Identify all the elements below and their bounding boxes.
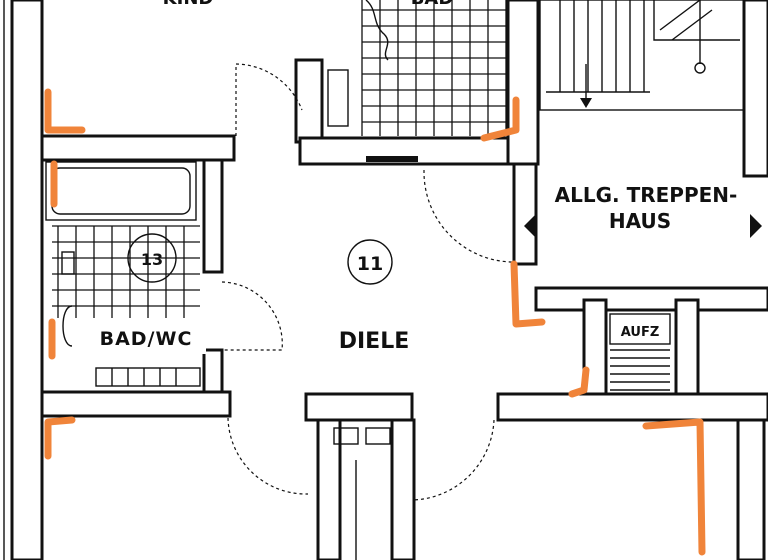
room-label-stairwell-line1: ALLG. TREPPEN-	[555, 183, 738, 207]
bath-sink	[61, 251, 75, 275]
bath-right-wall-upper	[202, 158, 224, 274]
stair-railing	[659, 0, 713, 41]
wall-bath-lower	[40, 390, 232, 418]
top-bath-curtain	[365, 0, 389, 61]
stairs-frame	[539, 0, 745, 111]
wall-kind-bath	[40, 134, 236, 162]
room-label-kind: KIND	[163, 0, 214, 9]
door-swing-lower-right	[411, 419, 495, 501]
radiator	[95, 367, 201, 387]
door-swing-kind	[235, 63, 303, 136]
marker-lower-left-corner	[44, 416, 76, 460]
corner-markers	[44, 88, 706, 556]
closet-box-right	[365, 427, 391, 445]
bathtub	[45, 161, 197, 221]
stair-bottom-wall	[534, 286, 768, 312]
radiator-cells	[111, 368, 177, 386]
top-bath: BAD	[327, 0, 507, 162]
lower-right-vertical-wall	[736, 418, 766, 560]
hall-stair-wall	[512, 162, 538, 266]
closet-box-left	[333, 427, 359, 445]
closet-top-wall	[304, 392, 414, 422]
toilet	[62, 305, 73, 347]
room-number-circle-bath	[127, 233, 177, 283]
left-exterior-wall	[10, 0, 44, 560]
top-bath-right-wall	[506, 0, 540, 166]
bath-right-wall-lower	[202, 348, 224, 394]
hall: 11 DIELE	[339, 239, 410, 354]
window-sill	[366, 156, 418, 162]
top-bath-tiles	[361, 0, 507, 136]
arrow-right-icon	[750, 214, 762, 238]
bath-tiles	[52, 225, 200, 318]
marker-duct-corner	[568, 366, 590, 398]
closet-left-wall	[316, 418, 342, 560]
duct-box	[609, 313, 671, 345]
top-bath-fixture	[327, 69, 349, 127]
duct-right-wall	[674, 298, 700, 406]
room-number-bath: 13	[141, 250, 163, 269]
door-swing-lower-left	[227, 417, 309, 495]
stairs	[539, 0, 745, 111]
walls	[3, 0, 768, 560]
stair-landing	[653, 0, 740, 41]
handrail-end	[694, 62, 706, 74]
duct: AUFZ	[609, 313, 671, 391]
marker-kind-corner	[44, 88, 86, 134]
room-label-bath-top: BAD	[411, 0, 454, 9]
marker-top-bath-corner	[480, 96, 520, 142]
arrow-left-icon	[524, 214, 536, 238]
door-swings	[221, 63, 513, 501]
door-swing-stair	[423, 170, 513, 263]
stair-direction-arrow	[580, 98, 592, 108]
duct-label: AUFZ	[621, 325, 660, 340]
marker-lower-right-corner	[642, 418, 706, 556]
duct-lines	[610, 349, 670, 391]
door-swing-bath	[221, 281, 283, 351]
room-label-bath: BAD/WC	[100, 328, 193, 350]
marker-stair-door	[510, 260, 546, 328]
stairwell: ALLG. TREPPEN- HAUS	[524, 183, 762, 238]
lower-right-wall	[496, 392, 768, 422]
room-number-circle-hall	[347, 239, 393, 285]
room-label-stairwell-line2: HAUS	[609, 209, 671, 233]
bathtub-inner	[51, 167, 191, 215]
stair-right-wall	[742, 0, 768, 178]
stair-treads	[546, 0, 650, 93]
top-bath-left-wall	[294, 58, 324, 144]
closet-right-wall	[390, 418, 416, 560]
bath-label-bg	[84, 322, 206, 354]
room-label-hall: DIELE	[339, 329, 410, 354]
bath-wc: 13 BAD/WC	[45, 161, 206, 387]
room-number-hall: 11	[357, 253, 383, 275]
